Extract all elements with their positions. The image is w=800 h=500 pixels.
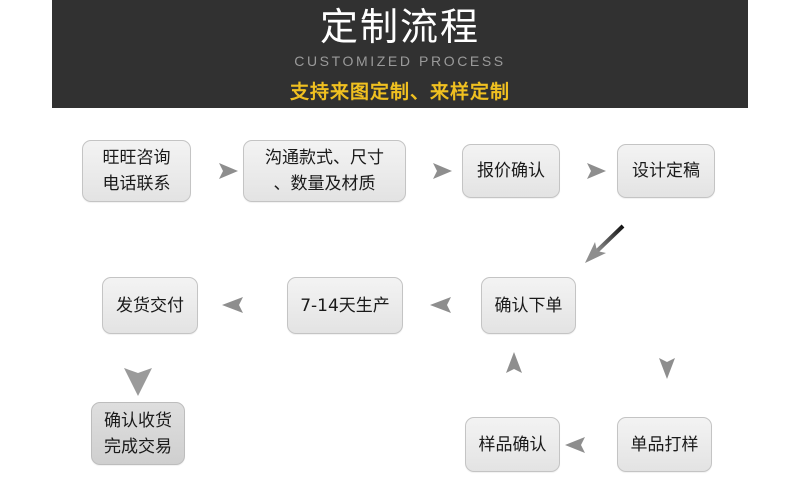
node-line-1: 旺旺咨询 [102, 148, 171, 168]
arrow-production-to-shipping-icon [222, 297, 272, 313]
node-receipt-complete[interactable]: 确认收货 完成交易 [91, 402, 185, 465]
arrow-quote-to-design-icon [560, 163, 606, 179]
node-place-order[interactable]: 确认下单 [481, 277, 576, 334]
node-line-1: 沟通款式、尺寸 [265, 148, 384, 168]
node-design-finalize[interactable]: 设计定稿 [617, 144, 715, 198]
arrow-consult-to-specs-icon [191, 163, 238, 179]
arrow-shipping-to-receipt-icon [124, 340, 152, 396]
arrow-design-to-sample-icon [659, 206, 675, 379]
node-sample-making[interactable]: 单品打样 [617, 417, 712, 472]
node-quote-confirm[interactable]: 报价确认 [462, 144, 560, 198]
node-communicate-specs[interactable]: 沟通款式、尺寸 、数量及材质 [243, 140, 406, 202]
node-sample-confirm[interactable]: 样品确认 [465, 417, 560, 472]
node-line-2: 完成交易 [104, 436, 172, 457]
node-line-1: 确认下单 [494, 295, 563, 316]
node-line-1: 设计定稿 [632, 161, 700, 181]
node-line-1: 7-14天生产 [300, 295, 390, 316]
node-line-1: 报价确认 [477, 161, 545, 181]
node-wangwang-consult[interactable]: 旺旺咨询 电话联系 [82, 140, 191, 202]
page-title: 定制流程 [319, 5, 480, 49]
node-line-1: 确认收货 [104, 410, 172, 431]
node-line-2: 、数量及材质 [273, 174, 376, 194]
node-shipping-delivery[interactable]: 发货交付 [102, 277, 198, 334]
node-line-1: 单品打样 [630, 434, 699, 455]
page-subtitle: CUSTOMIZED PROCESS [294, 53, 506, 69]
arrow-specs-to-quote-icon [406, 163, 452, 179]
arrow-order-to-production-icon [430, 297, 478, 313]
page-tagline: 支持来图定制、来样定制 [289, 81, 510, 103]
arrow-confirm-to-order-icon [506, 352, 522, 408]
node-line-2: 电话联系 [102, 174, 171, 194]
header-banner: 定制流程 CUSTOMIZED PROCESS 支持来图定制、来样定制 [52, 0, 748, 108]
arrow-sample-to-confirm-icon [565, 437, 612, 453]
node-line-1: 发货交付 [116, 295, 184, 316]
node-line-1: 样品确认 [478, 434, 547, 455]
node-production-days[interactable]: 7-14天生产 [287, 277, 403, 334]
arrow-order-diagonal-icon [585, 224, 625, 263]
